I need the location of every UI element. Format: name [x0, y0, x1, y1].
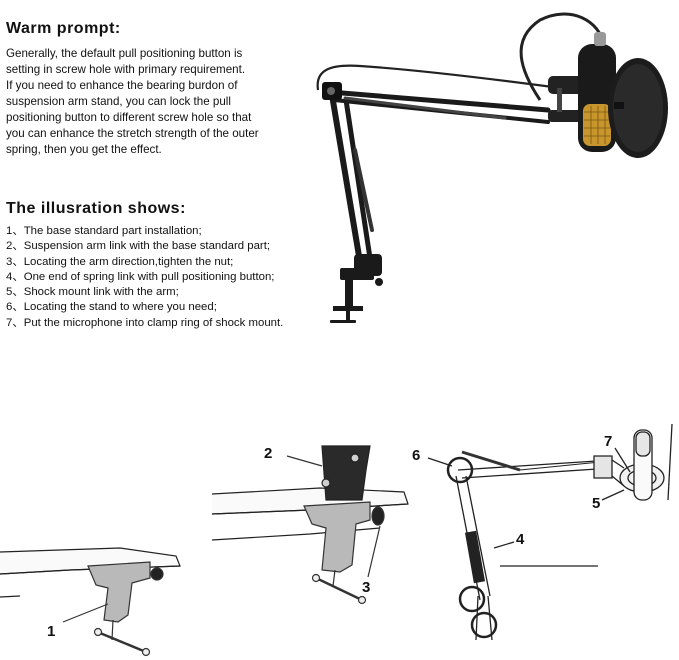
- callout-2: 2: [264, 445, 272, 462]
- step-item: 5、Shock mount link with the arm;: [6, 286, 179, 299]
- callout-6: 6: [412, 447, 420, 464]
- arm-base-2: [321, 445, 371, 501]
- callout-4: 4: [516, 531, 525, 548]
- gooseneck-cable-photo: [519, 12, 606, 101]
- highlight-circle-b: [470, 611, 498, 639]
- callout-numbers: 1 2 3 4 5 6 7: [47, 433, 612, 640]
- step-item: 2、Suspension arm link with the base stan…: [6, 240, 271, 253]
- callout-7: 7: [604, 433, 612, 450]
- warm-prompt-line: suspension arm stand, you can lock the p…: [6, 95, 231, 108]
- pop-filter-photo: [608, 58, 668, 158]
- elbow-hub-photo: [322, 82, 342, 100]
- microphone-photo: [578, 32, 616, 152]
- step-item: 3、Locating the arm direction,tighten the…: [6, 255, 234, 268]
- lower-arm-photo: [329, 92, 374, 265]
- desk-clamp-photo: [330, 254, 383, 323]
- step-item: 1、The base standard part installation;: [6, 225, 202, 237]
- diagram-panel-2: [211, 445, 409, 605]
- warm-prompt-line: spring, then you get the effect.: [6, 143, 162, 156]
- diagram-panel-1: [0, 547, 181, 657]
- highlight-circle-6: [446, 456, 474, 484]
- step-item: 7、Put the microphone into clamp ring of …: [6, 316, 284, 329]
- warm-prompt-line: Generally, the default pull positioning …: [6, 47, 243, 60]
- callout-5: 5: [592, 495, 600, 512]
- callout-3: 3: [362, 579, 370, 596]
- step-item: 6、Locating the stand to where you need;: [6, 301, 217, 314]
- highlight-circle-a: [458, 585, 486, 613]
- warm-prompt-title: Warm prompt:: [6, 20, 121, 37]
- microphone-diagram: [633, 423, 673, 501]
- callout-1: 1: [47, 623, 55, 640]
- table-clamp-2: [303, 501, 385, 605]
- steps-list: 1、The base standard part installation; 2…: [6, 224, 283, 331]
- warm-prompt-line: If you need to enhance the bearing burdo…: [6, 79, 238, 92]
- warm-prompt-line: positioning button to different screw ho…: [6, 111, 252, 124]
- warm-prompt-text: Generally, the default pull positioning …: [6, 46, 296, 158]
- warm-prompt-line: you can enhance the stretch strength of …: [6, 127, 259, 140]
- illustration-title: The illusration shows:: [6, 200, 186, 217]
- cable-photo: [316, 64, 561, 91]
- assembled-arm-3: [455, 450, 613, 641]
- mic-arm-photo: [316, 12, 668, 323]
- step-item: 4、One end of spring link with pull posit…: [6, 270, 275, 283]
- diagram-panel-3: [427, 423, 673, 641]
- upper-arm-photo: [327, 89, 551, 124]
- table-clamp-1: [87, 561, 164, 657]
- warm-prompt-line: setting in screw hole with primary requi…: [6, 63, 246, 76]
